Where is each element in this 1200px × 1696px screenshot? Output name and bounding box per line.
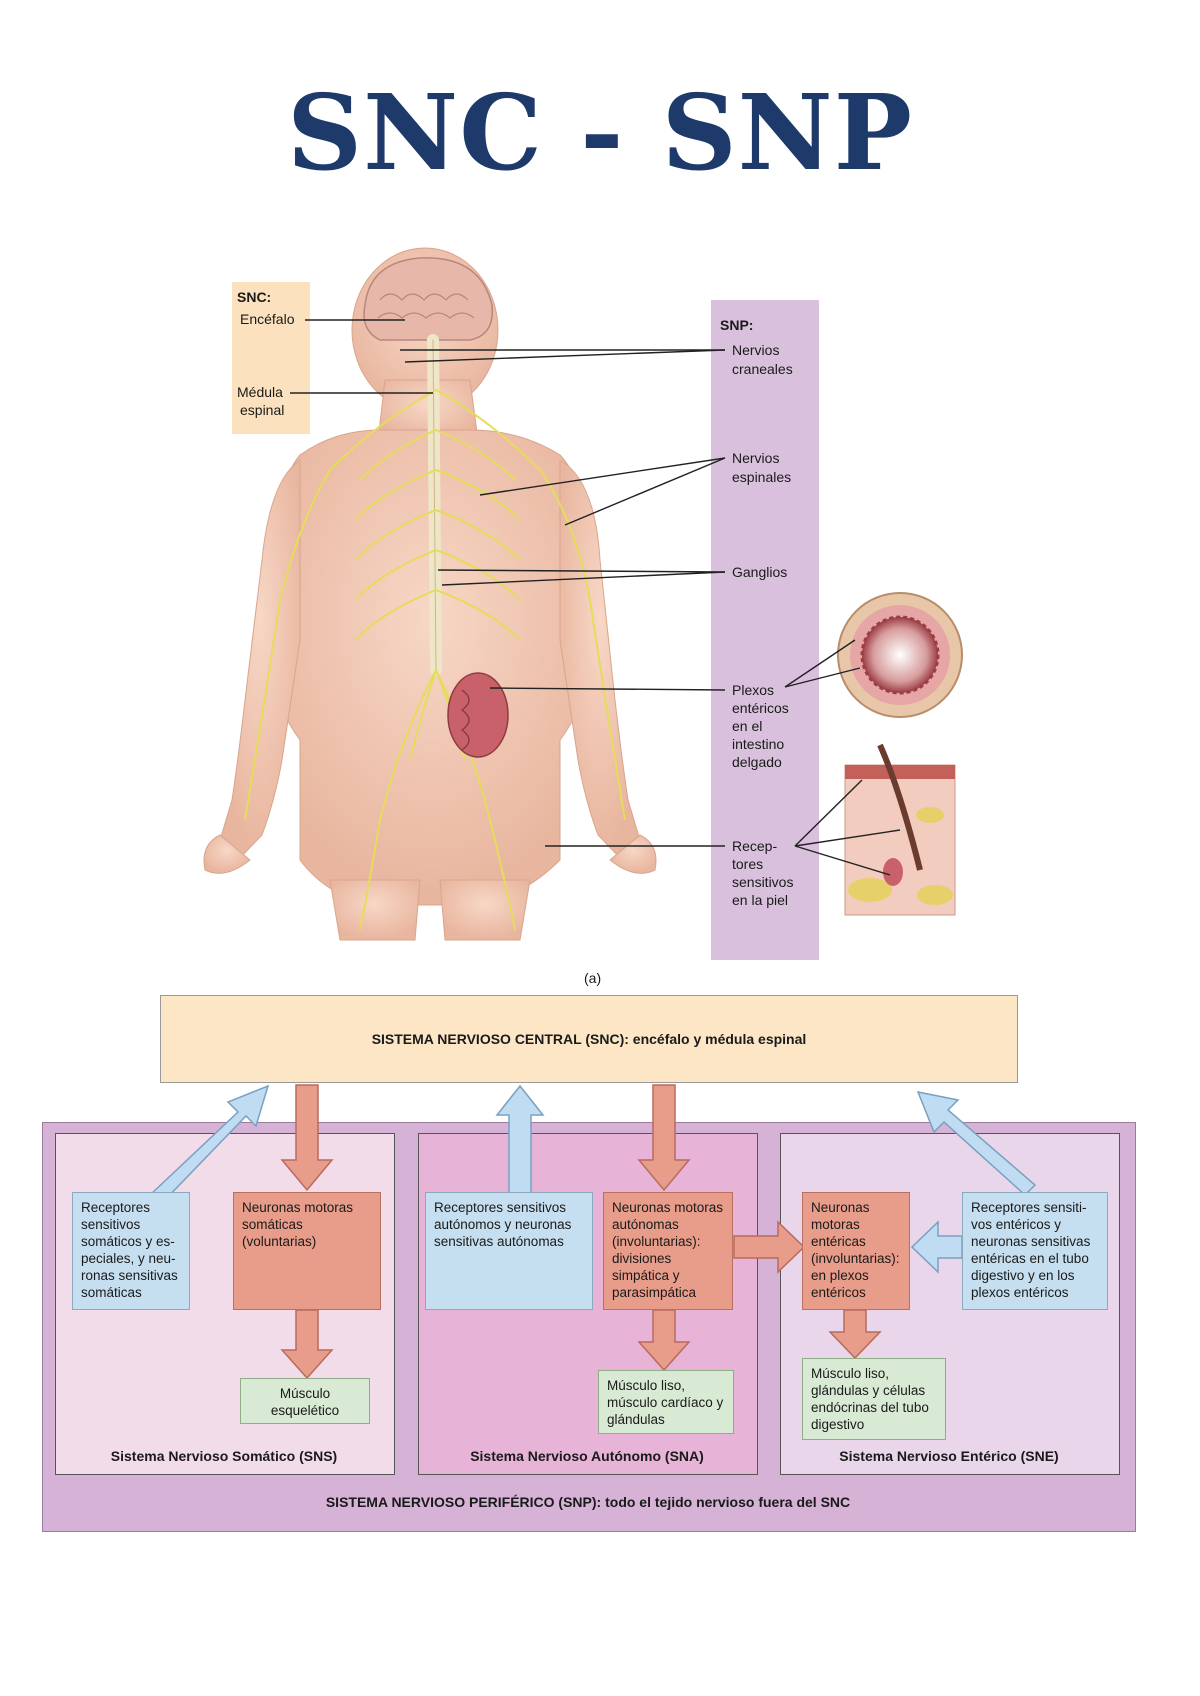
spinal-cord-label-2: espinal xyxy=(240,402,284,418)
enteric-sensory-arrow xyxy=(916,1090,1037,1197)
brain-label: Encéfalo xyxy=(240,311,295,327)
autonomic-motor-arrow xyxy=(637,1084,691,1192)
plexus-label-1: Plexos xyxy=(732,682,774,698)
receptors-label-2: tores xyxy=(732,856,763,872)
enteric-motor-box: Neuronas motoras entéricas (involuntaria… xyxy=(802,1192,910,1310)
snc-label-panel xyxy=(232,282,310,434)
autonomic-sensory-box: Receptores sensitivos autónomos y neuron… xyxy=(425,1192,593,1310)
somatic-sensory-arrow xyxy=(148,1084,270,1207)
somatic-effector-box: Músculo esquelético xyxy=(240,1378,370,1424)
autonomic-motor-box: Neuronas motoras autónomas (involuntaria… xyxy=(603,1192,733,1310)
plexus-label-4: intestino xyxy=(732,736,784,752)
autonomic-sensory-arrow xyxy=(495,1084,545,1196)
spinal-nerves xyxy=(244,389,626,931)
autonomic-effector-arrow xyxy=(637,1309,691,1372)
somatic-caption: Sistema Nervioso Somático (SNS) xyxy=(110,1448,338,1464)
receptors-label-1: Recep- xyxy=(732,838,777,854)
somatic-sensory-box: Receptores sensitivos somáticos y es-pec… xyxy=(72,1192,190,1310)
somatic-motor-box: Neuronas motoras somáticas (voluntarias) xyxy=(233,1192,381,1310)
figure-caption: (a) xyxy=(584,970,601,986)
spinal-cord-label-1: Médula xyxy=(237,384,283,400)
skin-section xyxy=(844,743,956,916)
somatic-effector-arrow xyxy=(280,1309,334,1380)
pns-caption: SISTEMA NERVIOSO PERIFÉRICO (SNP): todo … xyxy=(325,1494,851,1510)
plexus-label-5: delgado xyxy=(732,754,782,770)
snc-heading: SNC: xyxy=(237,289,271,305)
snp-label-panel xyxy=(711,300,819,960)
autonomic-effector-box: Músculo liso, músculo cardíaco y glándul… xyxy=(598,1370,734,1434)
cranial-nerves-label-1: Nervios xyxy=(732,342,779,358)
snp-heading: SNP: xyxy=(720,317,753,333)
cranial-nerves-label-2: craneales xyxy=(732,361,793,377)
enteric-sensory-to-motor-arrow xyxy=(910,1220,963,1274)
enteric-caption: Sistema Nervioso Entérico (SNE) xyxy=(839,1448,1059,1464)
enteric-sensory-box: Receptores sensiti-vos entéricos y neuro… xyxy=(962,1192,1108,1310)
spinal-nerves-label-2: espinales xyxy=(732,469,791,485)
cns-box: SISTEMA NERVIOSO CENTRAL (SNC): encéfalo… xyxy=(160,995,1018,1083)
leader-lines xyxy=(290,319,901,876)
receptors-label-4: en la piel xyxy=(732,892,788,908)
autonomic-caption: Sistema Nervioso Autónomo (SNA) xyxy=(470,1448,704,1464)
intestine-cross-section xyxy=(837,592,963,718)
page-title: SNC - SNP xyxy=(287,71,913,194)
enteric-effector-arrow xyxy=(828,1309,882,1360)
autonomic-to-enteric-arrow xyxy=(733,1220,806,1274)
spinal-nerves-label-1: Nervios xyxy=(732,450,779,466)
somatic-motor-arrow xyxy=(280,1084,334,1192)
plexus-label-2: entéricos xyxy=(732,700,789,716)
receptors-label-3: sensitivos xyxy=(732,874,793,890)
enteric-effector-box: Músculo liso, glándulas y células endócr… xyxy=(802,1358,946,1440)
ganglia-label: Ganglios xyxy=(732,564,787,580)
plexus-label-3: en el xyxy=(732,718,762,734)
small-intestine xyxy=(447,672,509,758)
